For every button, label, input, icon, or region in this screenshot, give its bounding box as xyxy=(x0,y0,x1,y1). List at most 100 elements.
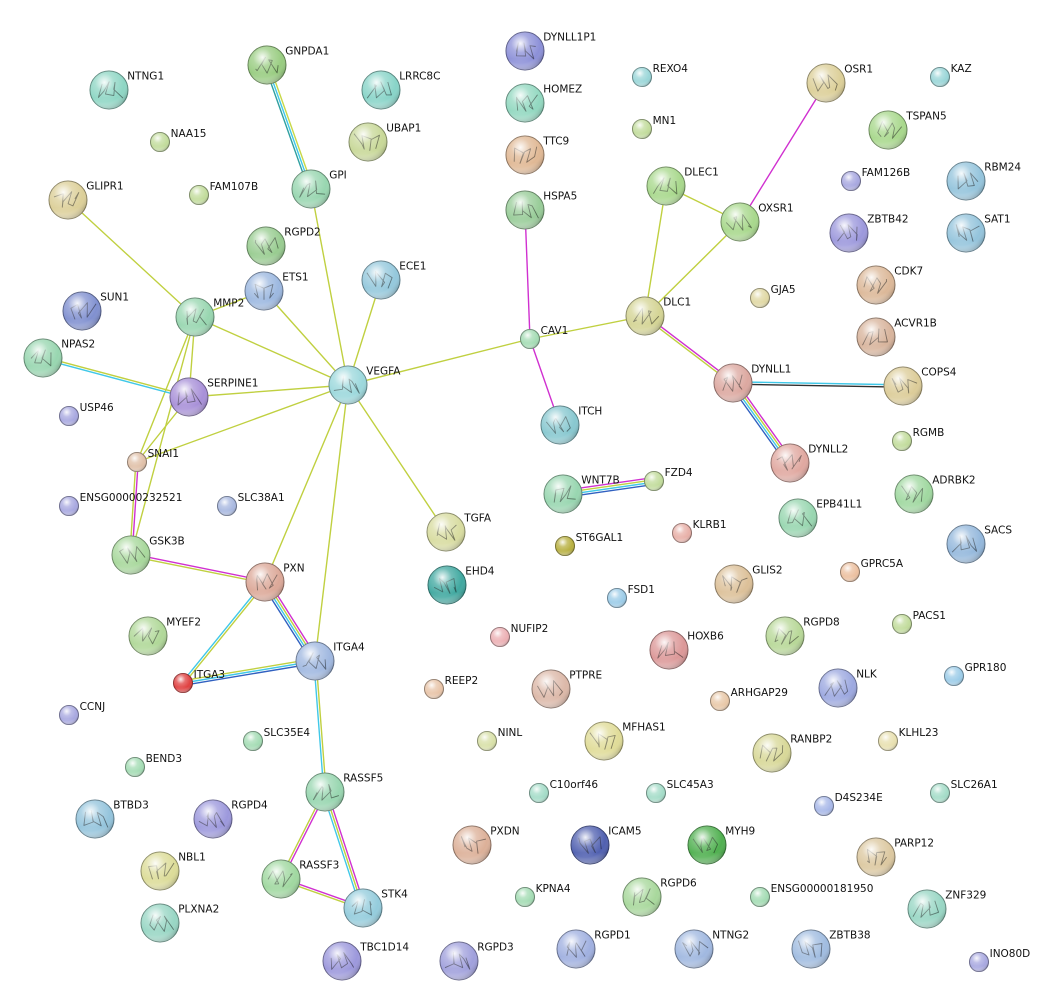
node-itga4[interactable]: ITGA4 xyxy=(295,641,365,681)
node-rgmb[interactable]: RGMB xyxy=(892,427,945,451)
node-pacs1[interactable]: PACS1 xyxy=(892,610,946,634)
node-ehd4[interactable]: EHD4 xyxy=(427,565,495,605)
node-icam5[interactable]: ICAM5 xyxy=(570,825,642,865)
node-rgpd6[interactable]: RGPD6 xyxy=(622,877,697,917)
node-pxn[interactable]: PXN xyxy=(245,562,305,602)
edge-NPAS2-SERPINE1[interactable] xyxy=(42,356,190,399)
node-nlk[interactable]: NLK xyxy=(818,668,878,708)
node-bend3[interactable]: BEND3 xyxy=(125,753,183,777)
node-ttc9[interactable]: TTC9 xyxy=(505,135,569,175)
node-fam107b[interactable]: FAM107B xyxy=(189,181,259,205)
node-tgfa[interactable]: TGFA xyxy=(426,512,492,552)
edge-OXSR1-DLC1[interactable] xyxy=(644,221,741,317)
edge-VEGFA-ITGA4[interactable] xyxy=(314,384,349,662)
node-gja5[interactable]: GJA5 xyxy=(750,284,796,308)
node-snai1[interactable]: SNAI1 xyxy=(127,448,180,472)
node-ece1[interactable]: ECE1 xyxy=(361,260,426,300)
node-npas2[interactable]: NPAS2 xyxy=(23,338,95,378)
node-serpine1[interactable]: SERPINE1 xyxy=(169,377,258,417)
edge-MMP2-GSK3B[interactable] xyxy=(130,316,196,556)
node-rgpd4[interactable]: RGPD4 xyxy=(193,799,268,839)
node-homez[interactable]: HOMEZ xyxy=(505,83,582,123)
node-ubap1[interactable]: UBAP1 xyxy=(348,122,421,162)
node-sun1[interactable]: SUN1 xyxy=(62,291,129,331)
edge-OSR1-OXSR1[interactable] xyxy=(739,82,827,223)
node-stk4[interactable]: STK4 xyxy=(343,888,408,928)
node-arhgap29[interactable]: ARHGAP29 xyxy=(710,687,788,711)
node-klhl23[interactable]: KLHL23 xyxy=(878,727,939,751)
node-rgpd2[interactable]: RGPD2 xyxy=(246,226,321,266)
node-ranbp2[interactable]: RANBP2 xyxy=(752,733,832,773)
node-sat1[interactable]: SAT1 xyxy=(946,213,1011,253)
node-rbm24[interactable]: RBM24 xyxy=(946,161,1021,201)
node-plxna2[interactable]: PLXNA2 xyxy=(140,903,219,943)
node-rgpd8[interactable]: RGPD8 xyxy=(765,616,840,656)
edge-GSK3B-PXN[interactable] xyxy=(130,553,266,584)
node-adrbk2[interactable]: ADRBK2 xyxy=(894,474,976,514)
node-btbd3[interactable]: BTBD3 xyxy=(75,799,149,839)
edge-DYNLL1-COPS4[interactable] xyxy=(732,381,904,388)
node-nufip2[interactable]: NUFIP2 xyxy=(490,623,549,647)
node-gnpda1[interactable]: GNPDA1 xyxy=(247,45,329,85)
node-epb41l1[interactable]: EPB41L1 xyxy=(778,498,862,538)
node-ino80d[interactable]: INO80D xyxy=(969,948,1031,972)
node-slc45a3[interactable]: SLC45A3 xyxy=(646,779,714,803)
edge-GPI-VEGFA[interactable] xyxy=(310,188,349,386)
edge-VEGFA-CAV1[interactable] xyxy=(347,338,531,386)
node-itch[interactable]: ITCH xyxy=(540,405,602,445)
node-tbc1d14[interactable]: TBC1D14 xyxy=(322,941,409,981)
node-hoxb6[interactable]: HOXB6 xyxy=(649,630,724,670)
node-dlc1[interactable]: DLC1 xyxy=(625,296,691,336)
node-gprc5a[interactable]: GPRC5A xyxy=(840,558,904,582)
node-lrrc8c[interactable]: LRRC8C xyxy=(361,70,440,110)
node-cav1[interactable]: CAV1 xyxy=(520,325,569,349)
node-znf329[interactable]: ZNF329 xyxy=(907,889,986,929)
node-acvr1b[interactable]: ACVR1B xyxy=(856,317,937,357)
node-ntng1[interactable]: NTNG1 xyxy=(89,70,164,110)
node-slc35e4[interactable]: SLC35E4 xyxy=(243,727,311,751)
node-rexo4[interactable]: REXO4 xyxy=(632,63,689,87)
node-wnt7b[interactable]: WNT7B xyxy=(543,474,620,514)
edge-SNAI1-VEGFA[interactable] xyxy=(136,384,349,463)
node-zbtb42[interactable]: ZBTB42 xyxy=(829,213,909,253)
node-ets1[interactable]: ETS1 xyxy=(244,271,309,311)
node-mn1[interactable]: MN1 xyxy=(632,115,677,139)
node-d4s234e[interactable]: D4S234E xyxy=(814,792,883,816)
node-glipr1[interactable]: GLIPR1 xyxy=(48,180,124,220)
node-tspan5[interactable]: TSPAN5 xyxy=(868,110,947,150)
node-parp12[interactable]: PARP12 xyxy=(856,837,934,877)
node-cdk7[interactable]: CDK7 xyxy=(856,265,923,305)
edge-DLEC1-DLC1[interactable] xyxy=(644,185,667,317)
node-ccnj[interactable]: CCNJ xyxy=(59,701,106,725)
node-ptpre[interactable]: PTPRE xyxy=(531,669,602,709)
node-rassf5[interactable]: RASSF5 xyxy=(305,772,383,812)
node-ensg00000181950[interactable]: ENSG00000181950 xyxy=(750,883,874,907)
edge-SERPINE1-VEGFA[interactable] xyxy=(188,384,349,398)
node-dynll2[interactable]: DYNLL2 xyxy=(770,443,848,483)
node-dynll1p1[interactable]: DYNLL1P1 xyxy=(505,31,596,71)
node-kpna4[interactable]: KPNA4 xyxy=(515,883,571,907)
node-c10orf46[interactable]: C10orf46 xyxy=(529,779,599,803)
node-rgpd3[interactable]: RGPD3 xyxy=(439,941,514,981)
edge-VEGFA-PXN[interactable] xyxy=(264,384,349,583)
edge-CAV1-DLC1[interactable] xyxy=(529,315,646,340)
node-mfhas1[interactable]: MFHAS1 xyxy=(584,721,666,761)
node-slc26a1[interactable]: SLC26A1 xyxy=(930,779,998,803)
node-cops4[interactable]: COPS4 xyxy=(883,366,957,406)
edge-RASSF5-STK4[interactable] xyxy=(322,790,366,910)
node-naa15[interactable]: NAA15 xyxy=(150,128,207,152)
edge-GLIPR1-MMP2[interactable] xyxy=(67,199,196,318)
node-mmp2[interactable]: MMP2 xyxy=(175,297,244,337)
node-fam126b[interactable]: FAM126B xyxy=(841,167,911,191)
node-usp46[interactable]: USP46 xyxy=(59,402,114,426)
node-oxsr1[interactable]: OXSR1 xyxy=(720,202,794,242)
edge-ITGA4-RASSF5[interactable] xyxy=(313,660,327,793)
node-fsd1[interactable]: FSD1 xyxy=(607,584,655,608)
node-gsk3b[interactable]: GSK3B xyxy=(111,535,185,575)
node-ninl[interactable]: NINL xyxy=(477,727,523,751)
node-klrb1[interactable]: KLRB1 xyxy=(672,519,727,543)
edge-VEGFA-TGFA[interactable] xyxy=(347,384,447,533)
node-vegfa[interactable]: VEGFA xyxy=(328,365,401,405)
node-gpr180[interactable]: GPR180 xyxy=(944,662,1007,686)
node-rassf3[interactable]: RASSF3 xyxy=(261,859,339,899)
